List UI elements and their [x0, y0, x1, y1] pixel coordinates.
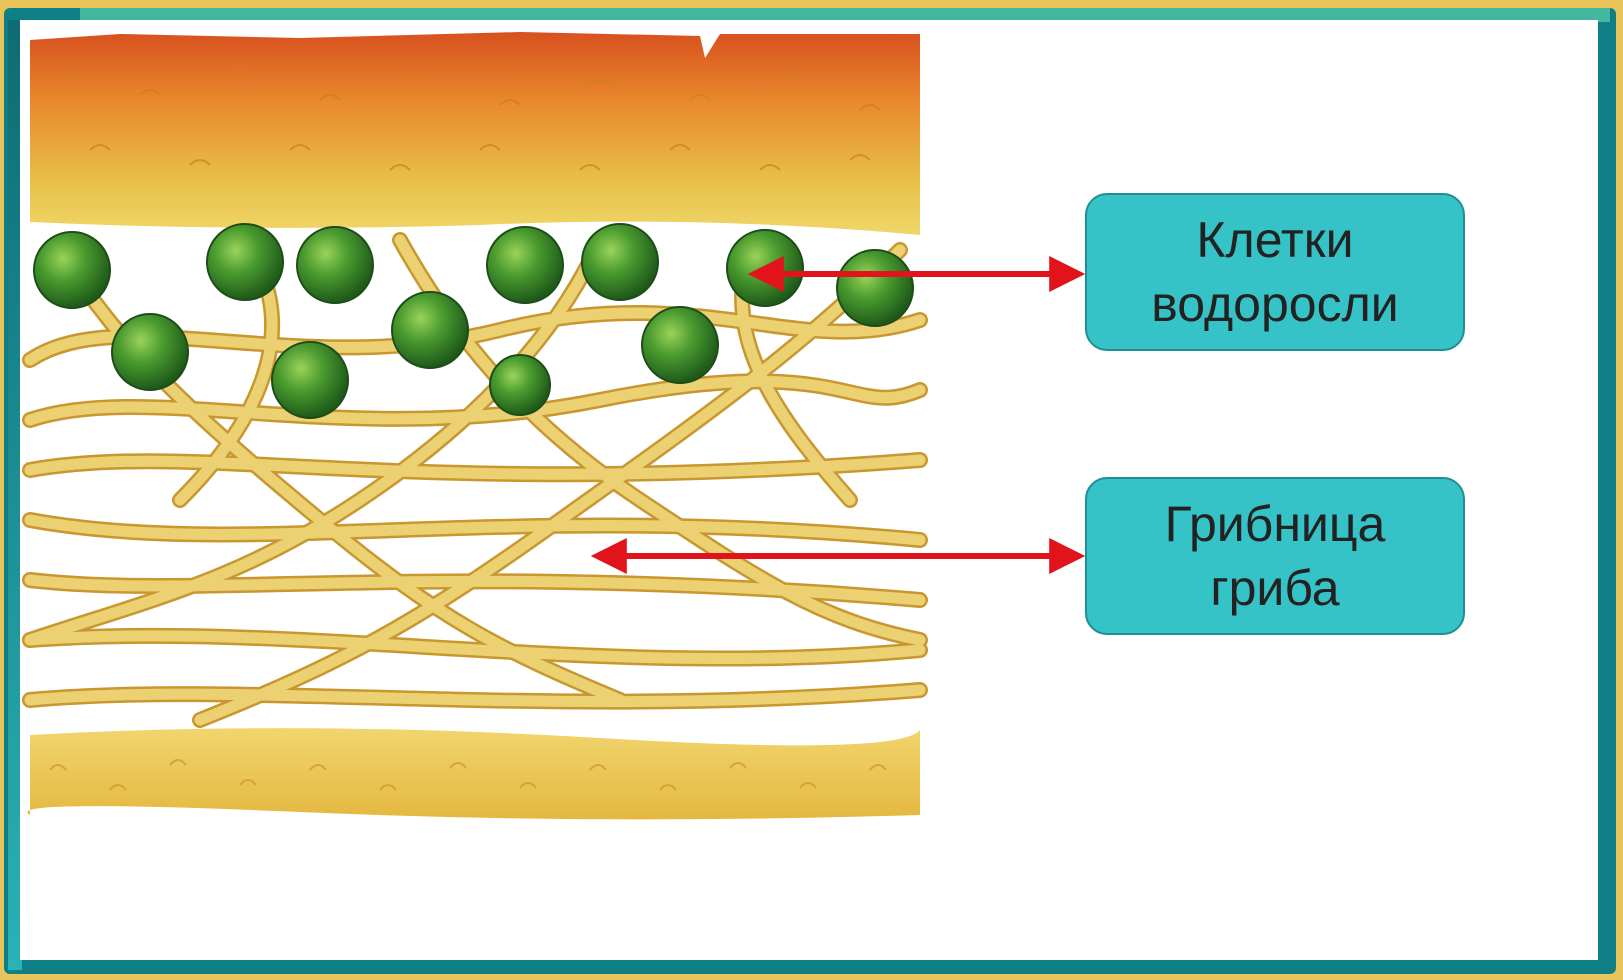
algae-cells-label-box: Клетки водоросли — [1085, 193, 1465, 351]
alga-cell — [392, 292, 468, 368]
alga-cell — [642, 307, 718, 383]
alga-cell — [112, 314, 188, 390]
alga-cell — [490, 355, 550, 415]
upper-cortex — [30, 32, 920, 235]
algae-cells-label: Клетки водоросли — [1151, 208, 1398, 336]
alga-cell — [487, 227, 563, 303]
alga-cell — [297, 227, 373, 303]
alga-cell — [727, 230, 803, 306]
lichen-section-illustration — [27, 30, 920, 820]
alga-cell — [837, 250, 913, 326]
fungal-mycelium-label-box: Грибница гриба — [1085, 477, 1465, 635]
alga-cell — [207, 224, 283, 300]
alga-cell — [34, 232, 110, 308]
alga-cell — [582, 224, 658, 300]
fungal-mycelium-label: Грибница гриба — [1165, 492, 1386, 620]
alga-cell — [272, 342, 348, 418]
